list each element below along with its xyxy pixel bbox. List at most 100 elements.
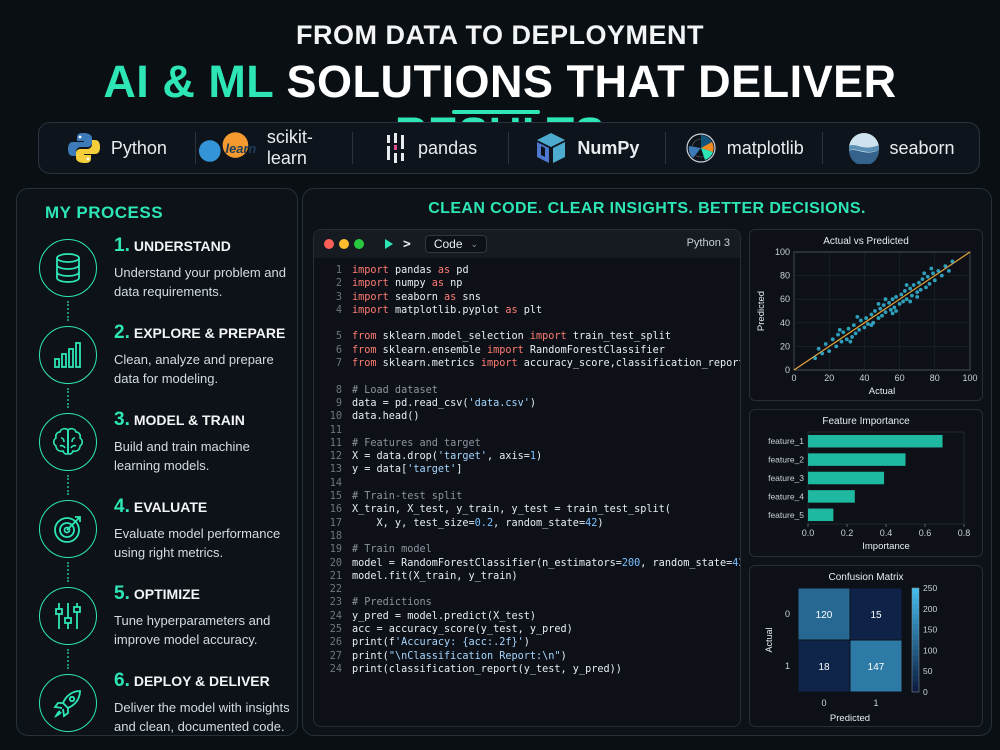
scatter-point xyxy=(910,293,914,298)
y-tick-label: 80 xyxy=(780,271,790,281)
colorbar-segment xyxy=(912,676,919,683)
library-seaborn: seaborn xyxy=(823,132,979,164)
step-title: 6.DEPLOY & DELIVER xyxy=(114,670,270,691)
process-step-optimize: 5.OPTIMIZE Tune hyperparameters and impr… xyxy=(17,583,299,669)
matrix-cell xyxy=(797,639,851,693)
scatter-point xyxy=(929,266,934,271)
header-title-part2: SOLUTIONS THAT DELIVER xyxy=(286,56,897,107)
window-close-button[interactable] xyxy=(324,239,334,249)
run-icon[interactable] xyxy=(385,239,393,249)
scatter-point xyxy=(841,330,846,335)
matplotlib-logo-icon xyxy=(686,133,716,163)
colorbar-segment xyxy=(912,629,919,636)
line-number: 24 xyxy=(329,663,342,675)
scatter-point xyxy=(864,316,869,320)
scatter-point xyxy=(899,292,904,297)
scatter-point xyxy=(915,290,920,295)
x-tick-label: 40 xyxy=(859,373,869,383)
library-matplotlib: matplotlib xyxy=(666,132,824,164)
line-text: print(classification_report(y_test, y_pr… xyxy=(352,663,622,675)
rocket-icon xyxy=(53,690,81,718)
scatter-point xyxy=(820,351,825,356)
numpy-logo-icon xyxy=(537,133,566,163)
scatter-point xyxy=(915,294,920,299)
code-line: 19# Train model xyxy=(314,543,740,556)
step-icon-circle xyxy=(39,674,97,732)
colorbar-frame xyxy=(911,587,920,693)
scatter-point xyxy=(827,349,832,354)
line-text: X = data.drop('target', axis=1) xyxy=(352,451,543,463)
scatter-point xyxy=(946,268,951,273)
code-line: 11 xyxy=(314,424,740,437)
cell-type-select[interactable]: Code ⌄ xyxy=(424,235,488,253)
line-number: 12 xyxy=(329,451,342,463)
x-tick-label: 1 xyxy=(873,698,878,708)
scatter-point xyxy=(894,309,898,313)
scatter-point xyxy=(844,337,849,342)
colorbar-segment xyxy=(912,634,919,641)
scatter-point xyxy=(851,323,856,328)
line-text xyxy=(342,424,352,437)
line-number: 16 xyxy=(329,504,342,516)
code-line xyxy=(314,370,740,383)
code-line: 17 X, y, test_size=0.2, random_state=42) xyxy=(314,517,740,530)
library-label: NumPy xyxy=(577,137,640,158)
feature-bar xyxy=(808,471,885,485)
chart-title: Confusion Matrix xyxy=(828,572,904,583)
code-line: 18 xyxy=(314,530,740,543)
kernel-label: Python 3 xyxy=(686,237,730,249)
bar-chart: feature_1feature_2feature_3feature_4feat… xyxy=(768,431,970,552)
line-number: 6 xyxy=(335,344,342,356)
line-text: data = pd.read_csv('data.csv') xyxy=(352,397,537,409)
line-text: print("\nClassification Report:\n") xyxy=(352,650,567,662)
process-step-deploy: 6.DEPLOY & DELIVER Deliver the model wit… xyxy=(17,670,299,750)
scatter-point xyxy=(943,264,948,269)
code-line: 22 xyxy=(314,583,740,596)
scatter-point xyxy=(848,339,853,344)
scatter-point xyxy=(857,327,862,332)
colorbar-tick-label: 50 xyxy=(923,666,933,676)
scatter-point xyxy=(950,259,955,264)
chevron-down-icon: ⌄ xyxy=(470,238,479,249)
y-tick-label: 40 xyxy=(780,318,790,328)
line-number: 22 xyxy=(329,584,342,596)
line-number: 1 xyxy=(335,265,342,276)
x-axis-label: Importance xyxy=(862,541,910,552)
line-text: y = data['target'] xyxy=(352,464,463,476)
y-tick-label: 100 xyxy=(775,247,790,257)
code-line: 15# Train-test split xyxy=(314,490,740,503)
scatter-point xyxy=(892,305,897,310)
feature-bar xyxy=(808,490,855,503)
scatter-point xyxy=(888,307,893,312)
line-text xyxy=(342,583,352,596)
sliders-icon xyxy=(55,603,81,629)
window-maximize-button[interactable] xyxy=(354,239,364,249)
colorbar-segment xyxy=(912,655,919,662)
colorbar-segment xyxy=(912,660,919,667)
cell-value: 15 xyxy=(870,610,882,621)
terminal-icon[interactable]: > xyxy=(403,236,411,252)
scatter-point xyxy=(890,297,895,302)
scatter-point xyxy=(830,337,835,342)
category-label: feature_2 xyxy=(768,455,804,465)
library-bar: Python learn scikit-learn pandas NumPy xyxy=(38,122,980,174)
window-minimize-button[interactable] xyxy=(339,239,349,249)
scatter-point xyxy=(908,286,913,291)
header-title-part1: AI & ML xyxy=(103,56,274,107)
line-text: model.fit(X_train, y_train) xyxy=(352,570,518,582)
process-step-understand: 1.UNDERSTAND Understand your problem and… xyxy=(17,235,299,321)
x-tick-label: 0.6 xyxy=(919,528,932,538)
line-number: 15 xyxy=(329,491,342,503)
line-number xyxy=(314,317,342,330)
line-text: import matplotlib.pyplot as plt xyxy=(352,304,543,316)
x-tick-label: 60 xyxy=(895,373,905,383)
category-label: feature_3 xyxy=(768,473,804,483)
feature-bar xyxy=(808,453,906,466)
process-panel: MY PROCESS 1.UNDERSTAND Understand your … xyxy=(16,188,298,736)
scatter-point xyxy=(850,335,854,339)
